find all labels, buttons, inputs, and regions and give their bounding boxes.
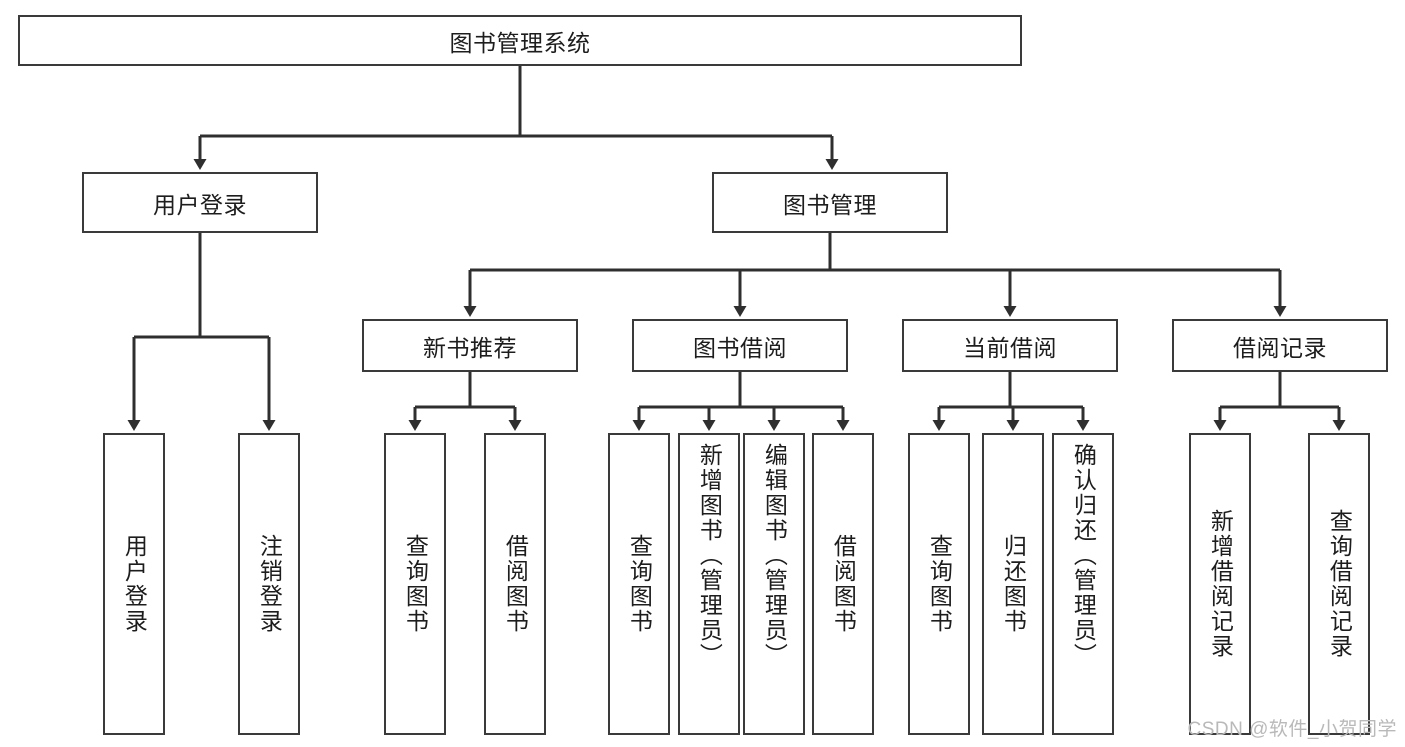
leaf-label: 新增图书（管理员） [696, 443, 723, 668]
node-root[interactable]: 图书管理系统 [18, 15, 1022, 66]
node-book-management-label: 图书管理 [783, 191, 877, 218]
leaf-confirm-return-admin[interactable]: 确认归还（管理员） [1052, 433, 1114, 735]
leaf-label: 用户登录 [121, 534, 148, 634]
leaf-user-login[interactable]: 用户登录 [103, 433, 165, 735]
leaf-borrow-book[interactable]: 借阅图书 [812, 433, 874, 735]
leaf-query-book-borrow[interactable]: 查询图书 [608, 433, 670, 735]
node-root-label: 图书管理系统 [449, 29, 591, 56]
watermark-text: CSDN @软件_小贺同学 [1187, 719, 1397, 740]
node-book-management[interactable]: 图书管理 [712, 172, 948, 233]
node-new-book-recommend[interactable]: 新书推荐 [362, 319, 578, 372]
leaf-add-book-admin[interactable]: 新增图书（管理员） [678, 433, 740, 735]
leaf-label: 借阅图书 [502, 534, 529, 634]
leaf-query-book-current[interactable]: 查询图书 [908, 433, 970, 735]
leaf-label: 编辑图书（管理员） [761, 443, 788, 668]
leaf-query-book-recommend[interactable]: 查询图书 [384, 433, 446, 735]
leaf-add-borrow-record[interactable]: 新增借阅记录 [1189, 433, 1251, 735]
leaf-borrow-book-recommend[interactable]: 借阅图书 [484, 433, 546, 735]
node-current-borrow[interactable]: 当前借阅 [902, 319, 1118, 372]
leaf-label: 借阅图书 [830, 534, 857, 634]
leaf-query-borrow-record[interactable]: 查询借阅记录 [1308, 433, 1370, 735]
node-user-login-label: 用户登录 [153, 191, 247, 218]
leaf-edit-book-admin[interactable]: 编辑图书（管理员） [743, 433, 805, 735]
node-book-borrow-label: 图书借阅 [693, 334, 787, 361]
leaf-label: 确认归还（管理员） [1070, 443, 1097, 668]
leaf-logout[interactable]: 注销登录 [238, 433, 300, 735]
node-borrow-record-label: 借阅记录 [1233, 334, 1327, 361]
node-borrow-record[interactable]: 借阅记录 [1172, 319, 1388, 372]
leaf-label: 查询图书 [626, 534, 653, 634]
leaf-label: 新增借阅记录 [1207, 509, 1234, 659]
node-user-login[interactable]: 用户登录 [82, 172, 318, 233]
node-book-borrow[interactable]: 图书借阅 [632, 319, 848, 372]
leaf-return-book[interactable]: 归还图书 [982, 433, 1044, 735]
leaf-label: 查询图书 [926, 534, 953, 634]
leaf-label: 归还图书 [1000, 534, 1027, 634]
leaf-label: 注销登录 [256, 534, 283, 634]
leaf-label: 查询图书 [402, 534, 429, 634]
leaf-label: 查询借阅记录 [1326, 509, 1353, 659]
node-current-borrow-label: 当前借阅 [963, 334, 1057, 361]
node-new-book-recommend-label: 新书推荐 [423, 334, 517, 361]
